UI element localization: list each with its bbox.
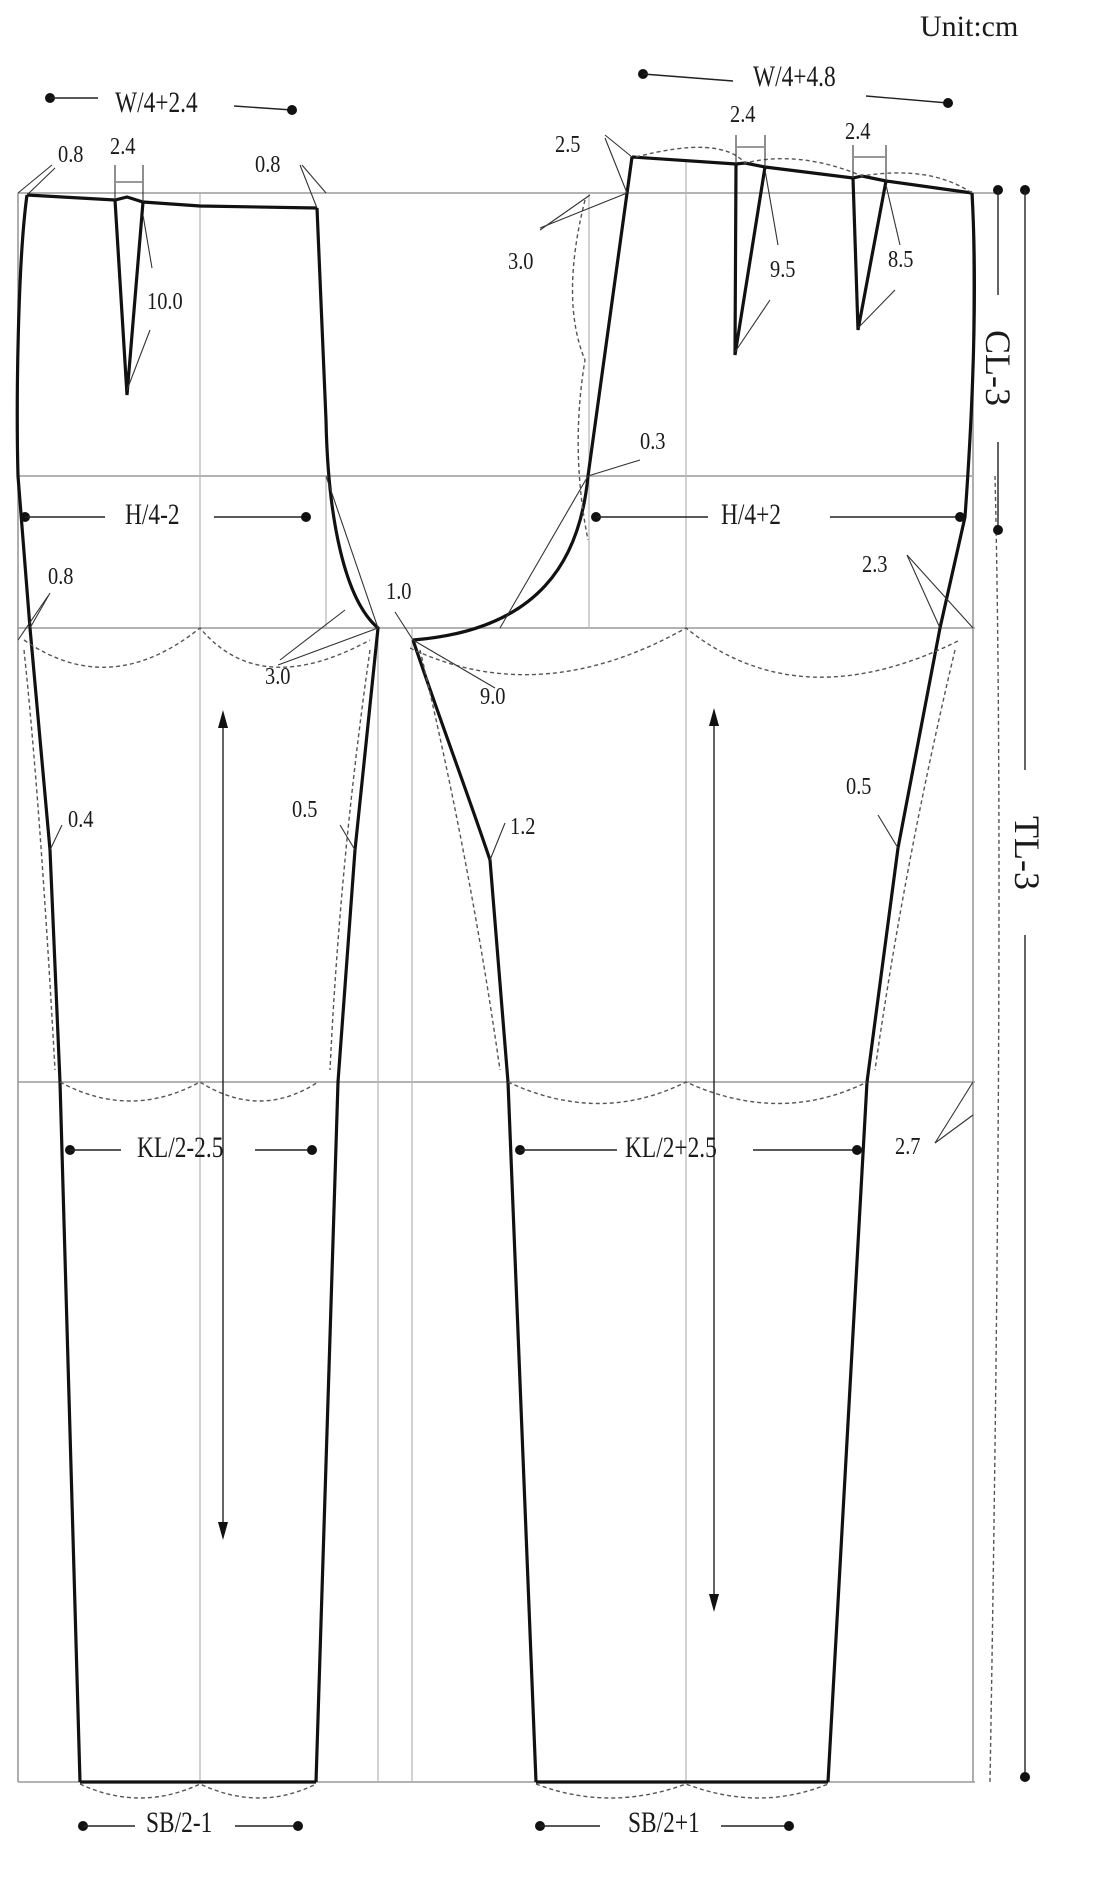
- back-dart2-length: 8.5: [888, 247, 914, 273]
- back-hem-formula: SB/2+1: [628, 1806, 700, 1839]
- front-side-waist-raise: 0.8: [58, 142, 84, 168]
- front-outseam-curve: 0.4: [68, 807, 94, 833]
- back-knee-side: 2.7: [895, 1134, 921, 1160]
- dashed-guides: [23, 146, 1000, 1799]
- construction-grid: [17, 160, 1000, 1783]
- back-knee-formula: KL/2+2.5: [625, 1131, 717, 1164]
- back-hip-offset: 0.3: [640, 429, 666, 455]
- front-inseam-curve: 0.5: [292, 797, 318, 823]
- front-center-waist-offset: 0.8: [255, 152, 281, 178]
- back-inseam-curve: 1.2: [510, 814, 536, 840]
- back-dart1-length: 9.5: [770, 257, 796, 283]
- front-dart-width: 2.4: [110, 134, 136, 160]
- unit-label: Unit:cm: [920, 10, 1019, 43]
- back-dart1-width: 2.4: [730, 102, 756, 128]
- back-waist-formula: W/4+4.8: [753, 60, 836, 93]
- front-dart-length: 10.0: [147, 289, 183, 315]
- front-side-hip-offset: 0.8: [48, 564, 74, 590]
- front-waist-formula: W/4+2.4: [115, 86, 198, 119]
- trouser-length-label: TL-3: [1006, 816, 1047, 890]
- crotch-length-label: CL-3: [978, 330, 1018, 406]
- front-piece-outline: [15, 193, 380, 1784]
- front-knee-formula: KL/2-2.5: [137, 1131, 224, 1164]
- back-dart2-width: 2.4: [845, 119, 871, 145]
- back-hip-formula: H/4+2: [721, 498, 781, 531]
- back-piece-outline: [411, 155, 977, 1784]
- back-crotch-extension: 9.0: [480, 684, 506, 710]
- front-hip-formula: H/4-2: [125, 498, 180, 531]
- back-center-back-offset: 3.0: [508, 249, 534, 275]
- back-waist-raise: 2.5: [555, 132, 581, 158]
- grainline-arrows: [218, 708, 719, 1612]
- dimension-lines: [20, 69, 1030, 1831]
- front-crotch-extension: 3.0: [265, 664, 291, 690]
- front-hem-formula: SB/2-1: [146, 1806, 213, 1839]
- back-side-offset: 2.3: [862, 552, 888, 578]
- front-crotch-point-offset: 1.0: [386, 579, 412, 605]
- leader-lines: [17, 134, 974, 1144]
- back-outseam-curve: 0.5: [846, 774, 872, 800]
